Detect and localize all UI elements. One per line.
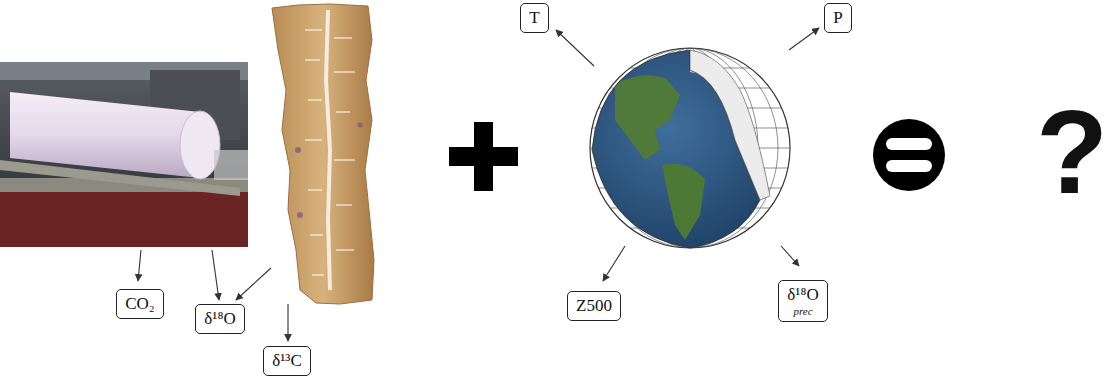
subscript-text: prec: [779, 305, 827, 317]
variable-box: Z500: [567, 291, 621, 321]
variable-name: CO₂: [117, 294, 163, 314]
variable-name: δ¹⁸O: [196, 309, 244, 329]
variable-name: T: [521, 8, 548, 28]
leader-arrow: [138, 28, 819, 341]
ice-core-photo: [0, 62, 248, 247]
variable-box: T: [520, 3, 549, 33]
equals-sign: [873, 119, 945, 191]
variable-box: δ¹⁸O: [195, 304, 245, 334]
plus-sign: [449, 122, 518, 191]
variable-name: P: [825, 8, 851, 28]
variable-name: Z500: [568, 296, 620, 316]
variable-box: δ¹³C: [263, 346, 311, 376]
variable-box: P: [824, 3, 852, 33]
question-mark: ?: [1036, 93, 1108, 211]
stalagmite-slab: [272, 4, 374, 304]
variable-box: δ¹⁸Oprec: [778, 280, 828, 322]
variable-name: δ¹⁸O: [779, 285, 827, 305]
variable-name: δ¹³C: [264, 351, 310, 371]
climate-model-globe: [590, 48, 790, 248]
variable-box: CO₂: [116, 289, 164, 319]
